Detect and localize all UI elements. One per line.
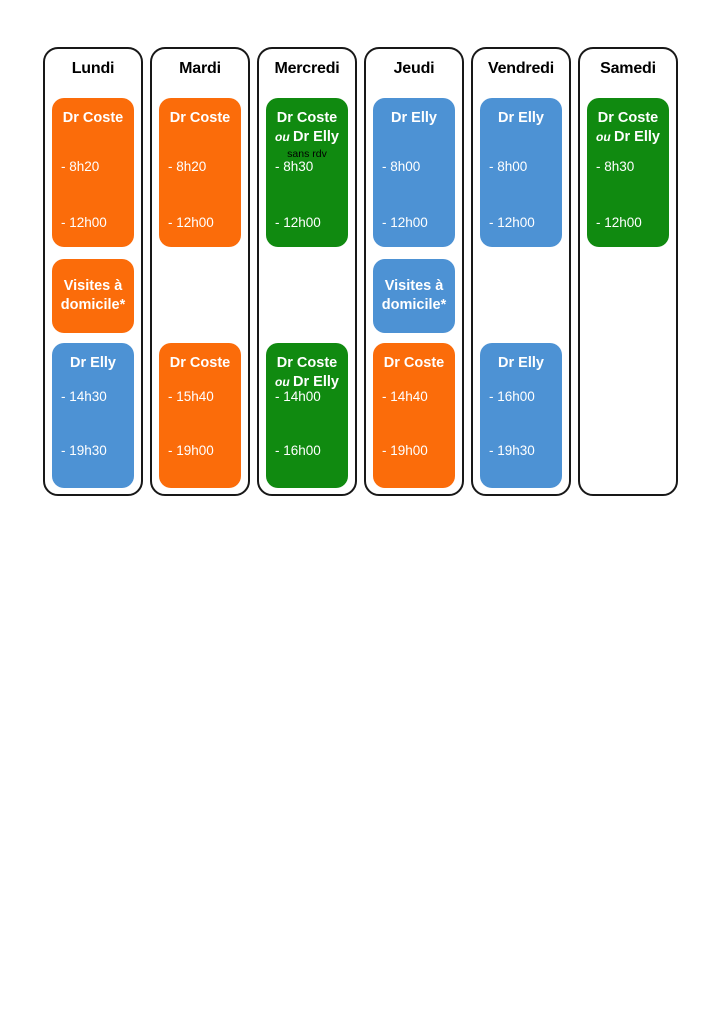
day-column-samedi: Samedi Dr Coste ou Dr Elly - 8h30 - 12h00 (578, 47, 678, 496)
block-vendredi-morning: Dr Elly - 8h00 - 12h00 (480, 98, 562, 247)
title-prefix: ou (596, 130, 615, 145)
block-time-start: - 8h00 (489, 159, 528, 174)
day-header: Mercredi (274, 60, 340, 77)
block-lundi-afternoon: Dr Elly - 14h30 - 19h30 (52, 343, 134, 488)
day-column-mercredi: Mercredi Dr Coste ou Dr Elly sans rdv - 8… (257, 47, 357, 496)
block-title-line: Dr Coste (276, 110, 338, 126)
block-jeudi-morning: Dr Elly - 8h00 - 12h00 (373, 98, 455, 247)
block-title: Visites à domicile* (382, 277, 446, 315)
block-time-start: - 8h30 (275, 159, 314, 174)
block-title-line: Visites à (63, 277, 123, 294)
block-time-end: - 19h00 (382, 443, 428, 458)
block-jeudi-afternoon: Dr Coste - 14h40 - 19h00 (373, 343, 455, 488)
block-title: Dr Elly (373, 98, 455, 128)
block-mercredi-morning: Dr Coste ou Dr Elly sans rdv - 8h30 - 12h… (266, 98, 348, 247)
block-time-end: - 12h00 (489, 215, 535, 230)
day-header: Jeudi (393, 60, 435, 77)
day-column-jeudi: Jeudi Dr Elly - 8h00 - 12h00 Visites à do… (364, 47, 464, 496)
block-title: Dr Elly (52, 343, 134, 373)
block-vendredi-afternoon: Dr Elly - 16h00 - 19h30 (480, 343, 562, 488)
block-mardi-morning: Dr Coste - 8h20 - 12h00 (159, 98, 241, 247)
block-time-start: - 8h30 (596, 159, 635, 174)
day-header: Samedi (600, 60, 656, 77)
block-title: Dr Elly (480, 98, 562, 128)
block-title: Dr Coste (52, 98, 134, 128)
block-time-start: - 14h30 (61, 389, 107, 404)
block-title-line: domicile* (381, 297, 447, 313)
block-note: sans rdv (287, 148, 327, 161)
block-title-line: ou Dr Elly (596, 129, 660, 146)
title-prefix: ou (275, 375, 294, 390)
block-title-line: Visites à (384, 277, 444, 294)
weekly-schedule-board: Lundi Dr Coste - 8h20 - 12h00 Visites à d… (43, 47, 678, 496)
block-title-line: Dr Coste (169, 355, 231, 371)
block-title: Dr Coste (159, 343, 241, 373)
title-prefix: ou (275, 130, 294, 145)
block-title-line: Dr Coste (62, 110, 124, 126)
block-title: Dr Coste (159, 98, 241, 128)
block-time-end: - 19h00 (168, 443, 214, 458)
block-title-line: Dr Coste (597, 110, 659, 126)
block-title-line: ou Dr Elly (275, 129, 339, 146)
block-time-start: - 8h20 (168, 159, 207, 174)
block-time-end: - 19h30 (61, 443, 107, 458)
day-header: Lundi (71, 60, 115, 77)
day-header: Mardi (179, 60, 221, 77)
block-lundi-visites: Visites à domicile* (52, 259, 134, 333)
block-title: Dr Coste (373, 343, 455, 373)
block-lundi-morning: Dr Coste - 8h20 - 12h00 (52, 98, 134, 247)
block-time-end: - 12h00 (168, 215, 214, 230)
block-title-line: ou Dr Elly (275, 374, 339, 391)
block-title-line: domicile* (60, 297, 126, 313)
day-column-vendredi: Vendredi Dr Elly - 8h00 - 12h00 Dr Elly … (471, 47, 571, 496)
day-column-lundi: Lundi Dr Coste - 8h20 - 12h00 Visites à d… (43, 47, 143, 496)
block-time-start: - 16h00 (489, 389, 535, 404)
block-title: Dr Coste ou Dr Elly (266, 98, 348, 147)
block-time-start: - 8h20 (61, 159, 100, 174)
block-time-end: - 12h00 (382, 215, 428, 230)
block-title: Dr Coste ou Dr Elly (266, 343, 348, 392)
block-time-end: - 12h00 (596, 215, 642, 230)
block-time-start: - 14h00 (275, 389, 321, 404)
block-title: Dr Elly (480, 343, 562, 373)
block-title-line: Dr Elly (498, 110, 544, 126)
block-time-end: - 12h00 (275, 215, 321, 230)
block-title-line: Dr Coste (383, 355, 445, 371)
block-time-end: - 19h30 (489, 443, 535, 458)
day-column-mardi: Mardi Dr Coste - 8h20 - 12h00 Dr Coste -… (150, 47, 250, 496)
block-title-line: Dr Elly (70, 355, 116, 371)
block-mardi-afternoon: Dr Coste - 15h40 - 19h00 (159, 343, 241, 488)
block-time-start: - 8h00 (382, 159, 421, 174)
block-jeudi-visites: Visites à domicile* (373, 259, 455, 333)
day-header: Vendredi (488, 60, 554, 77)
block-title-line: Dr Elly (498, 355, 544, 371)
block-time-end: - 16h00 (275, 443, 321, 458)
block-time-start: - 14h40 (382, 389, 428, 404)
block-title-line: Dr Coste (276, 355, 338, 371)
block-time-end: - 12h00 (61, 215, 107, 230)
block-title: Visites à domicile* (61, 277, 125, 315)
block-title-line: Dr Coste (169, 110, 231, 126)
block-samedi-morning: Dr Coste ou Dr Elly - 8h30 - 12h00 (587, 98, 669, 247)
block-time-start: - 15h40 (168, 389, 214, 404)
block-title-line: Dr Elly (391, 110, 437, 126)
block-mercredi-afternoon: Dr Coste ou Dr Elly - 14h00 - 16h00 (266, 343, 348, 488)
block-title: Dr Coste ou Dr Elly (587, 98, 669, 147)
